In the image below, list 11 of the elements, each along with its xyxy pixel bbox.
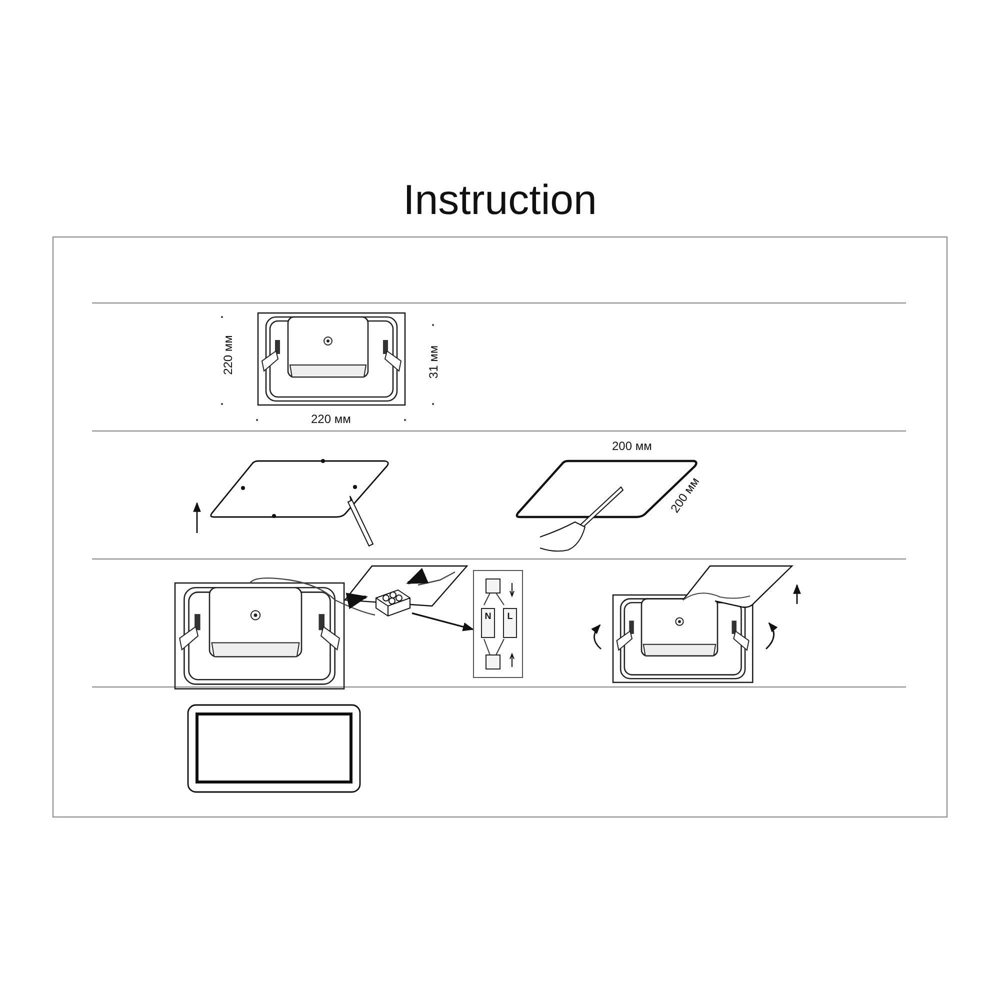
wire-label: L (507, 611, 513, 621)
terminal-box (503, 608, 517, 638)
wire-label: N (484, 611, 492, 621)
dimension-label: 220 мм (311, 412, 351, 426)
title: Instruction (402, 175, 598, 225)
dimension-label: 200 мм (612, 439, 652, 453)
dimension-label: 31 мм (426, 345, 440, 379)
terminal-box (481, 608, 495, 638)
dimension-label: 200 мм (668, 474, 702, 516)
dimension-label: 220 мм (220, 335, 235, 375)
arrow (412, 612, 474, 632)
